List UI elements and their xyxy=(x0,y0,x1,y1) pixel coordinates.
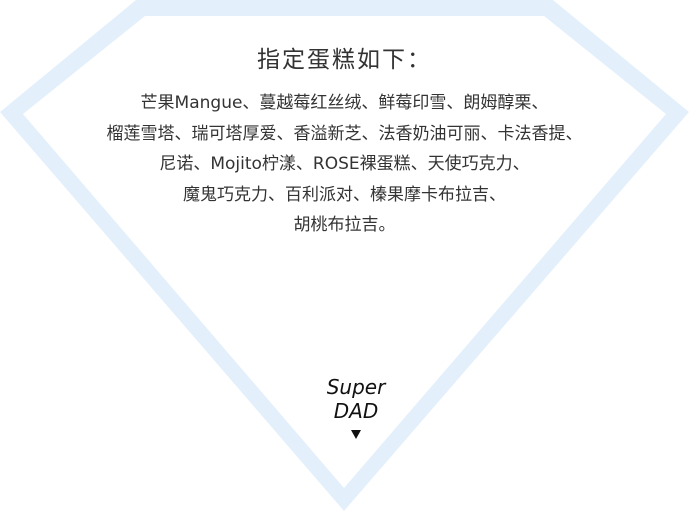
super-dad-logo: Super DAD xyxy=(327,375,387,439)
cake-list-line-2: 榴莲雪塔、瑞可塔厚爱、香溢新芝、法香奶油可丽、卡法香提、 xyxy=(106,123,583,144)
logo-text-super: Super xyxy=(327,375,387,399)
cake-list-line-5: 胡桃布拉吉。 xyxy=(293,215,396,235)
triangle-down-icon xyxy=(351,430,361,439)
cake-list-line-3: 尼诺、Mojito柠漾、ROSE裸蛋糕、天使巧克力、 xyxy=(159,154,530,174)
cake-list-line-4: 魔鬼巧克力、百利派对、榛果摩卡布拉吉、 xyxy=(183,184,506,205)
page-title: 指定蛋糕如下： xyxy=(257,47,432,73)
logo-text-dad: DAD xyxy=(334,399,378,423)
cake-list: 芒果Mangue、蔓越莓红丝绒、鲜莓印雪、朗姆醇栗、 榴莲雪塔、瑞可塔厚爱、香溢… xyxy=(0,88,689,241)
cake-list-line-1: 芒果Mangue、蔓越莓红丝绒、鲜莓印雪、朗姆醇栗、 xyxy=(140,93,549,113)
